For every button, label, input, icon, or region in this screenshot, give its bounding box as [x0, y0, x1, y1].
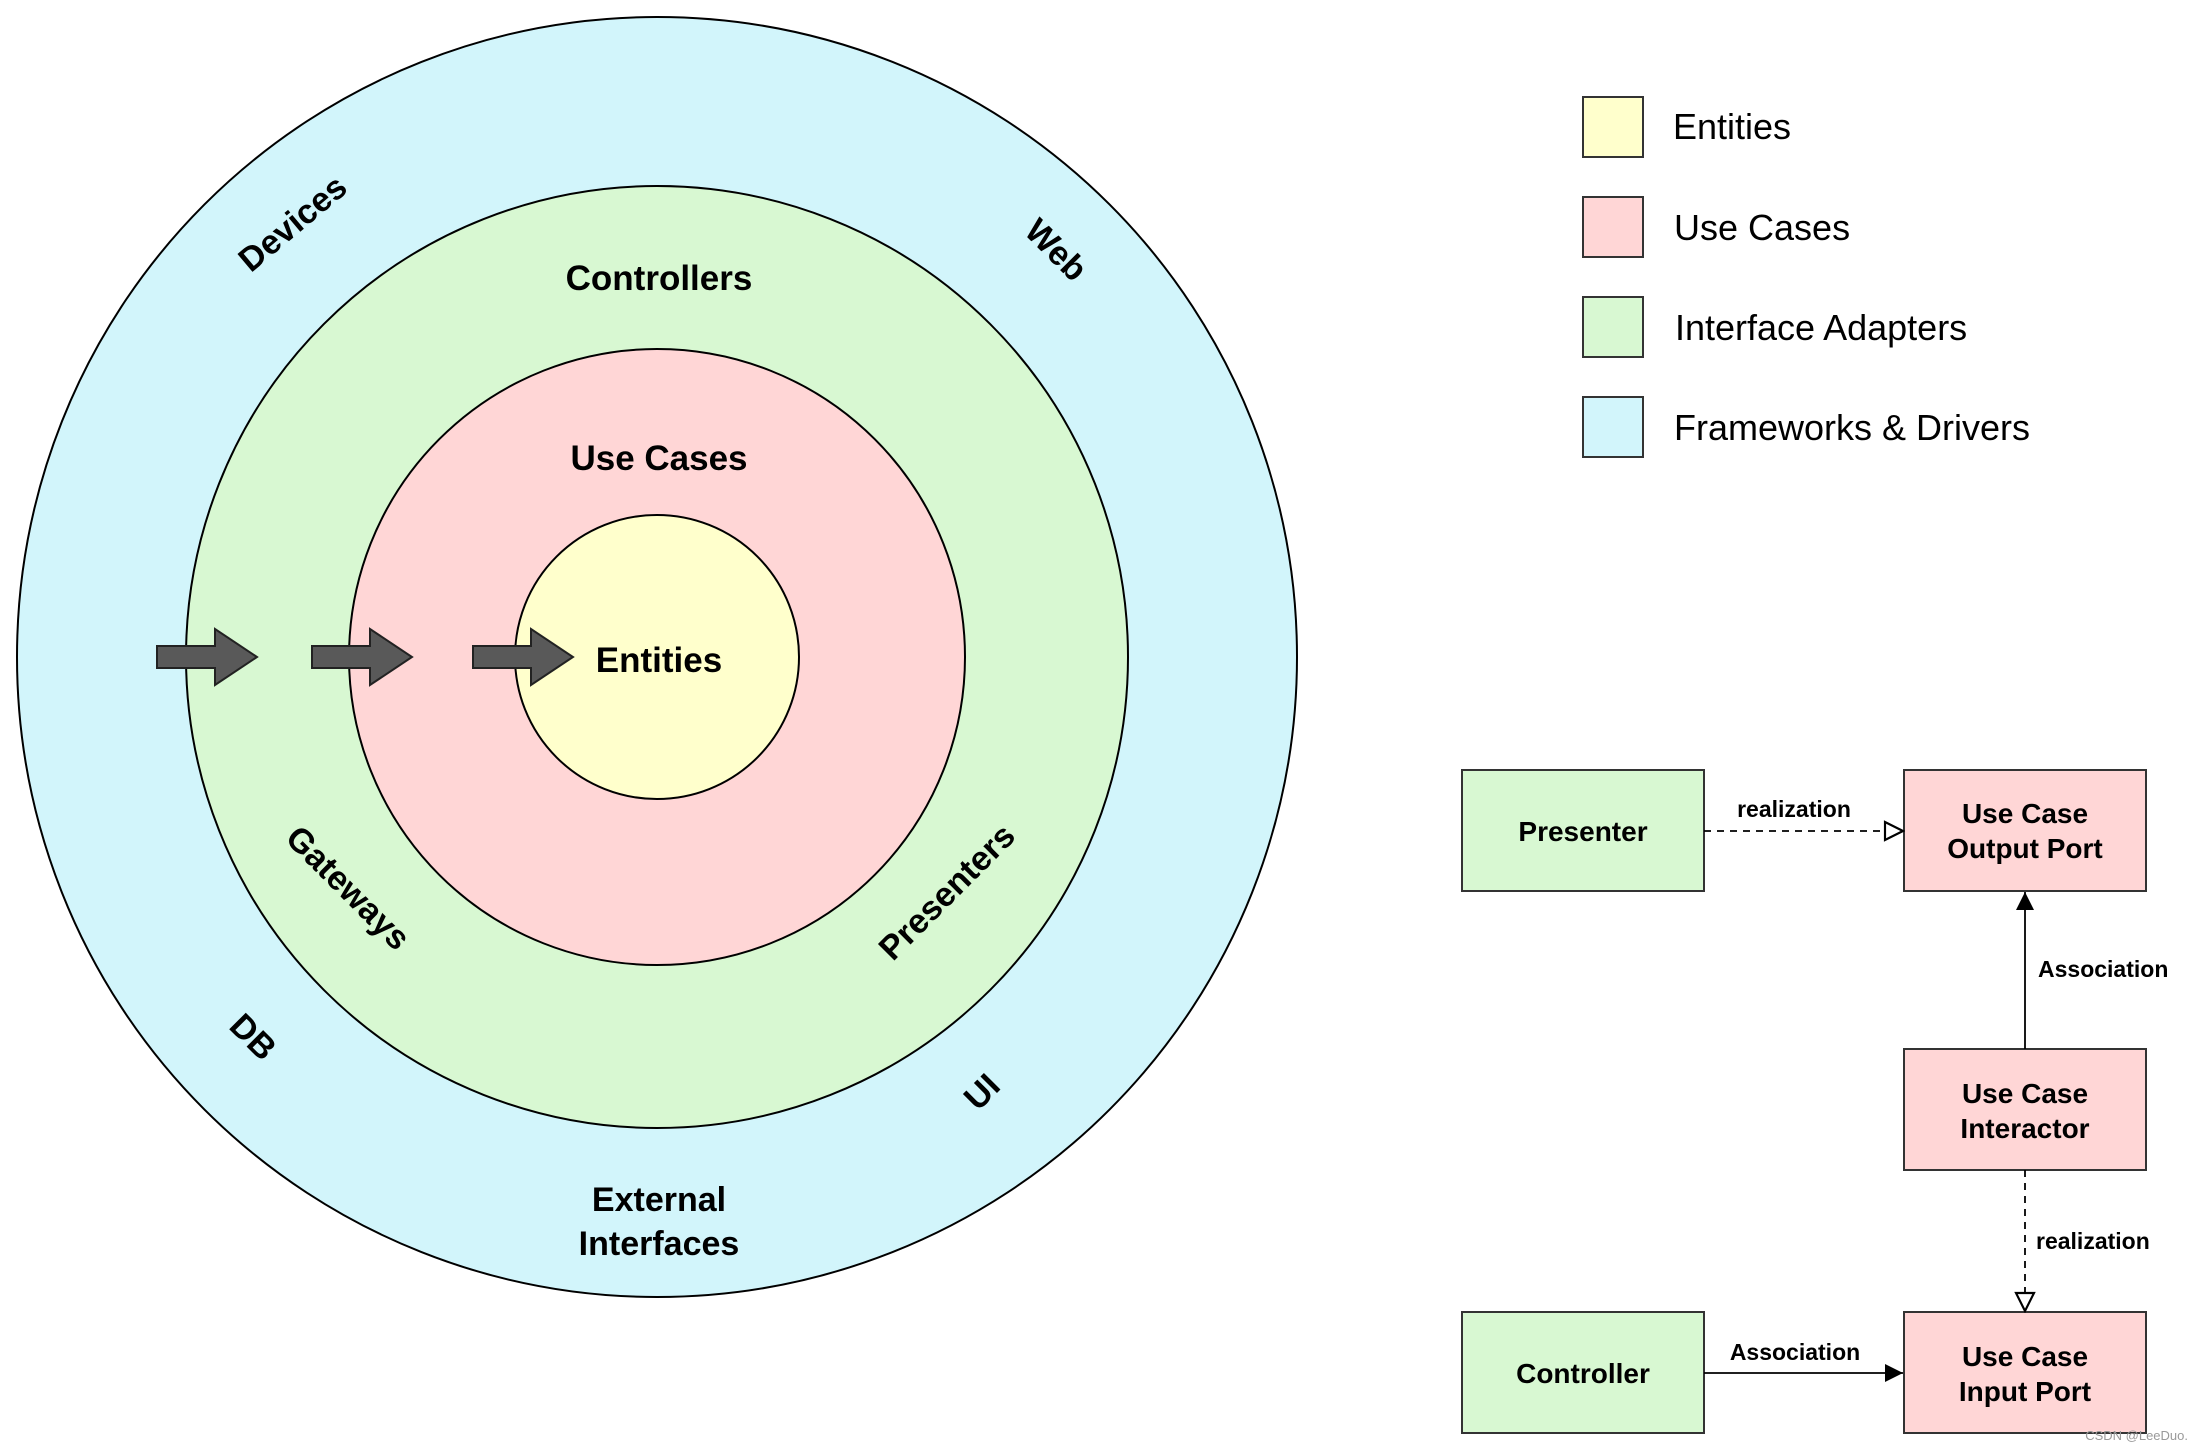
output-port-label-line2: Output Port — [1947, 833, 2103, 864]
legend-swatch-frameworks-drivers — [1582, 396, 1644, 458]
interactor-label-line2: Interactor — [1960, 1113, 2089, 1144]
external-interfaces-label-line2: Interfaces — [579, 1225, 740, 1263]
interactor-box: Use Case Interactor — [1903, 1048, 2147, 1171]
arrow-right-icon — [156, 627, 259, 687]
input-port-label-line2: Input Port — [1959, 1376, 2091, 1407]
input-port-box: Use Case Input Port — [1903, 1311, 2147, 1434]
legend-swatch-use-cases — [1582, 196, 1644, 258]
legend-label-interface-adapters: Interface Adapters — [1675, 307, 1967, 348]
uml-diagram: Presenter Use Case Output Port Use Case … — [1461, 769, 2168, 1434]
edge-label-association-vertical: Association — [2038, 956, 2168, 982]
arrow-right-icon — [472, 627, 575, 687]
edge-presenter-output-port: realization — [1704, 796, 1903, 831]
arrow-right-icon — [311, 627, 414, 687]
edge-label-association-bottom: Association — [1730, 1339, 1860, 1365]
edge-interactor-input-port: realization — [2025, 1170, 2150, 1311]
input-port-label-line1: Use Case — [1962, 1341, 2088, 1372]
edge-interactor-output-port: Association — [2016, 892, 2168, 1049]
legend: Entities Use Cases Interface Adapters Fr… — [1582, 96, 2030, 458]
edge-label-realization-vertical: realization — [2036, 1228, 2150, 1254]
legend-label-entities: Entities — [1673, 106, 1791, 147]
presenter-label: Presenter — [1518, 816, 1647, 847]
onion-diagram: Devices Web DB UI External Interfaces Co… — [16, 16, 1298, 1298]
legend-swatch-entities — [1582, 96, 1644, 158]
controller-label: Controller — [1516, 1358, 1650, 1389]
controller-box: Controller — [1461, 1311, 1705, 1434]
legend-item-frameworks-drivers: Frameworks & Drivers — [1582, 396, 2030, 458]
entities-core-label: Entities — [596, 641, 722, 680]
output-port-box: Use Case Output Port — [1903, 769, 2147, 892]
legend-swatch-interface-adapters — [1582, 296, 1644, 358]
use-cases-ring-label: Use Cases — [570, 439, 747, 478]
dependency-arrows — [156, 627, 575, 687]
legend-item-interface-adapters: Interface Adapters — [1582, 296, 1967, 358]
controllers-label: Controllers — [566, 259, 753, 298]
edge-controller-input-port: Association — [1704, 1339, 1903, 1382]
legend-label-use-cases: Use Cases — [1674, 207, 1850, 248]
edge-label-realization-top: realization — [1737, 796, 1851, 822]
interactor-label-line1: Use Case — [1962, 1078, 2088, 1109]
legend-item-use-cases: Use Cases — [1582, 196, 1850, 258]
presenter-box: Presenter — [1461, 769, 1705, 892]
watermark-text: CSDN @LeeDuo. — [2085, 1428, 2188, 1443]
external-interfaces-label-line1: External — [592, 1181, 726, 1219]
legend-item-entities: Entities — [1582, 96, 1791, 158]
legend-label-frameworks-drivers: Frameworks & Drivers — [1674, 407, 2030, 448]
output-port-label-line1: Use Case — [1962, 798, 2088, 829]
